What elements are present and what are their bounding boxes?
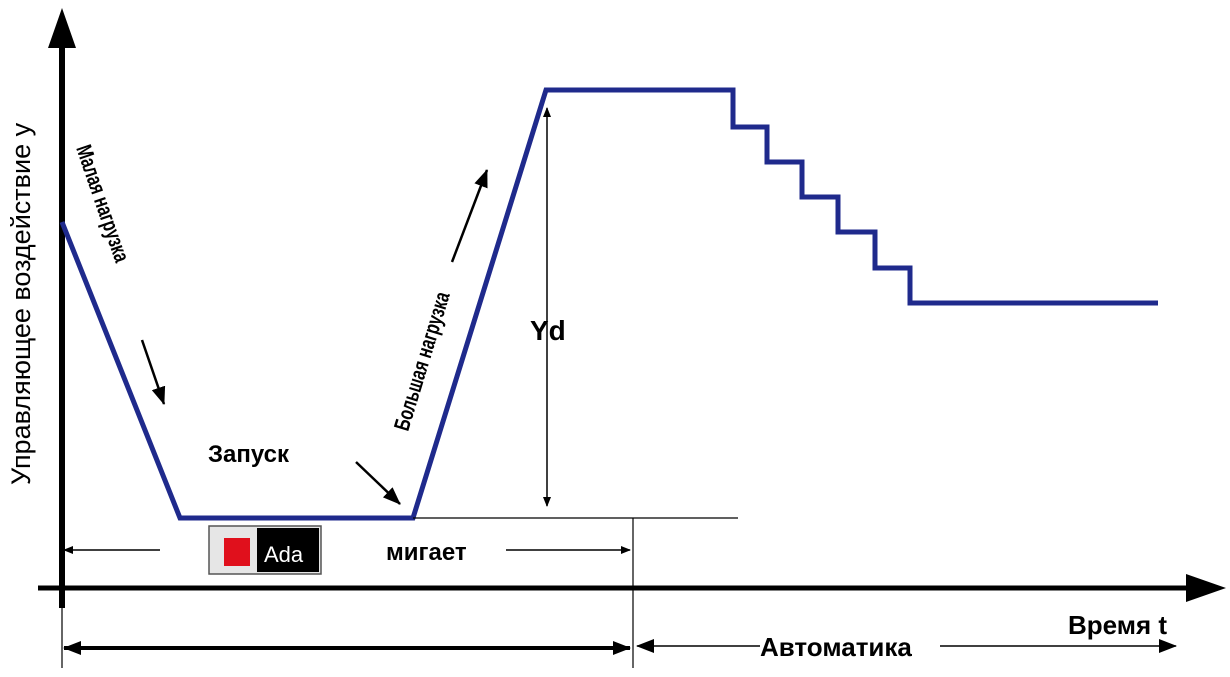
small-load-label: Малая нагрузка [71,142,134,266]
ada-indicator-text: Ada [264,542,304,567]
blinks-label: мигает [386,539,467,566]
large-load-arrow [450,169,489,263]
control-curve [59,87,1158,521]
x-axis-label: Время t [1068,610,1167,640]
ada-led-icon [224,538,250,566]
ada-indicator: Ada [208,525,322,575]
y-axis [48,8,76,608]
x-axis [38,574,1226,602]
start-label: Запуск [208,441,290,468]
small-load-arrow [140,339,166,405]
y-axis-label: Управляющее воздействие y [6,122,36,485]
start-arrow [355,461,401,505]
automatic-label: Автоматика [760,632,912,662]
yd-label: Yd [530,315,566,346]
